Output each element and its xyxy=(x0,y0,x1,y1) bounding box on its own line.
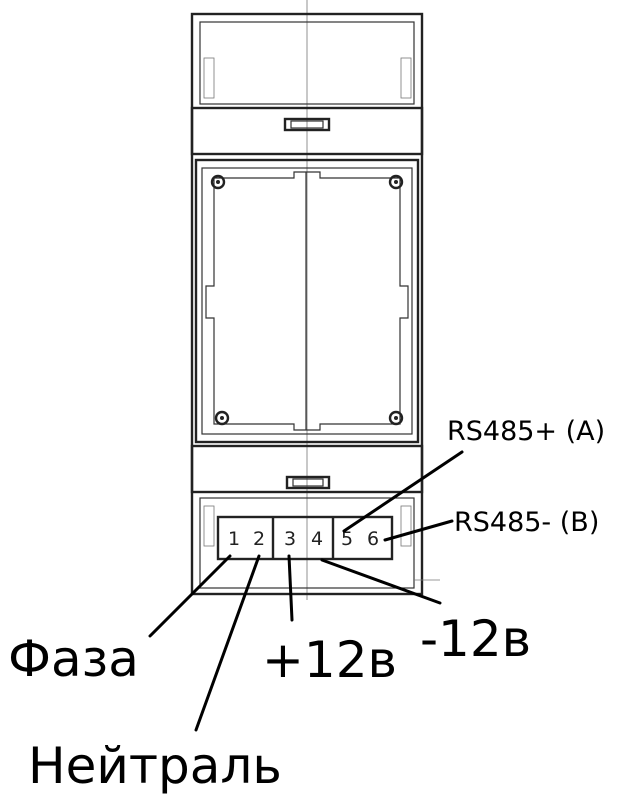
terminal-label-4: 4 xyxy=(311,528,323,550)
label-rs485-minus: RS485- (B) xyxy=(454,507,599,538)
label-neutral: Нейтраль xyxy=(28,737,282,795)
bottom-latch-band xyxy=(190,444,424,494)
front-window-frame xyxy=(194,158,420,444)
leader-rs485-minus xyxy=(383,519,454,542)
bottom-right-slot xyxy=(400,505,412,547)
bottom-latch-clip xyxy=(285,475,331,490)
front-window-outer xyxy=(201,167,413,435)
leader-rs485-plus xyxy=(342,450,464,533)
terminal-label-3: 3 xyxy=(284,528,296,550)
label-phase: Фаза xyxy=(8,630,139,688)
front-window-inner xyxy=(205,171,409,431)
terminal-block-outline xyxy=(216,515,394,561)
module-housing xyxy=(190,12,440,596)
top-latch-clip xyxy=(283,117,331,132)
screw-bottom-left xyxy=(214,410,230,426)
leader-plus-12v xyxy=(287,554,294,622)
bottom-section xyxy=(199,497,415,589)
terminal-label-2: 2 xyxy=(253,528,265,550)
leader-neutral xyxy=(194,554,261,732)
label-minus-12v: -12в xyxy=(420,610,531,668)
terminal-label-6: 6 xyxy=(367,528,379,550)
leader-lines xyxy=(148,450,464,732)
leader-phase xyxy=(148,554,232,638)
top-right-slot xyxy=(400,57,412,99)
bottom-latch-clip-inner xyxy=(292,478,324,487)
label-rs485-plus: RS485+ (A) xyxy=(447,416,605,447)
top-section xyxy=(199,21,415,105)
terminal-block: 1 2 3 4 5 6 xyxy=(216,515,394,561)
screw-top-left xyxy=(210,174,226,190)
screw-bottom-right xyxy=(388,410,404,426)
leader-minus-12v xyxy=(320,558,442,605)
top-latch-clip-inner xyxy=(290,120,324,129)
top-left-slot xyxy=(203,57,215,99)
label-plus-12v: +12в xyxy=(262,631,397,689)
terminal-label-1: 1 xyxy=(228,528,240,550)
housing-outline xyxy=(190,12,424,596)
top-latch-band xyxy=(190,106,424,156)
terminal-label-5: 5 xyxy=(341,528,353,550)
screw-top-right xyxy=(388,174,404,190)
bottom-left-slot xyxy=(203,505,215,547)
